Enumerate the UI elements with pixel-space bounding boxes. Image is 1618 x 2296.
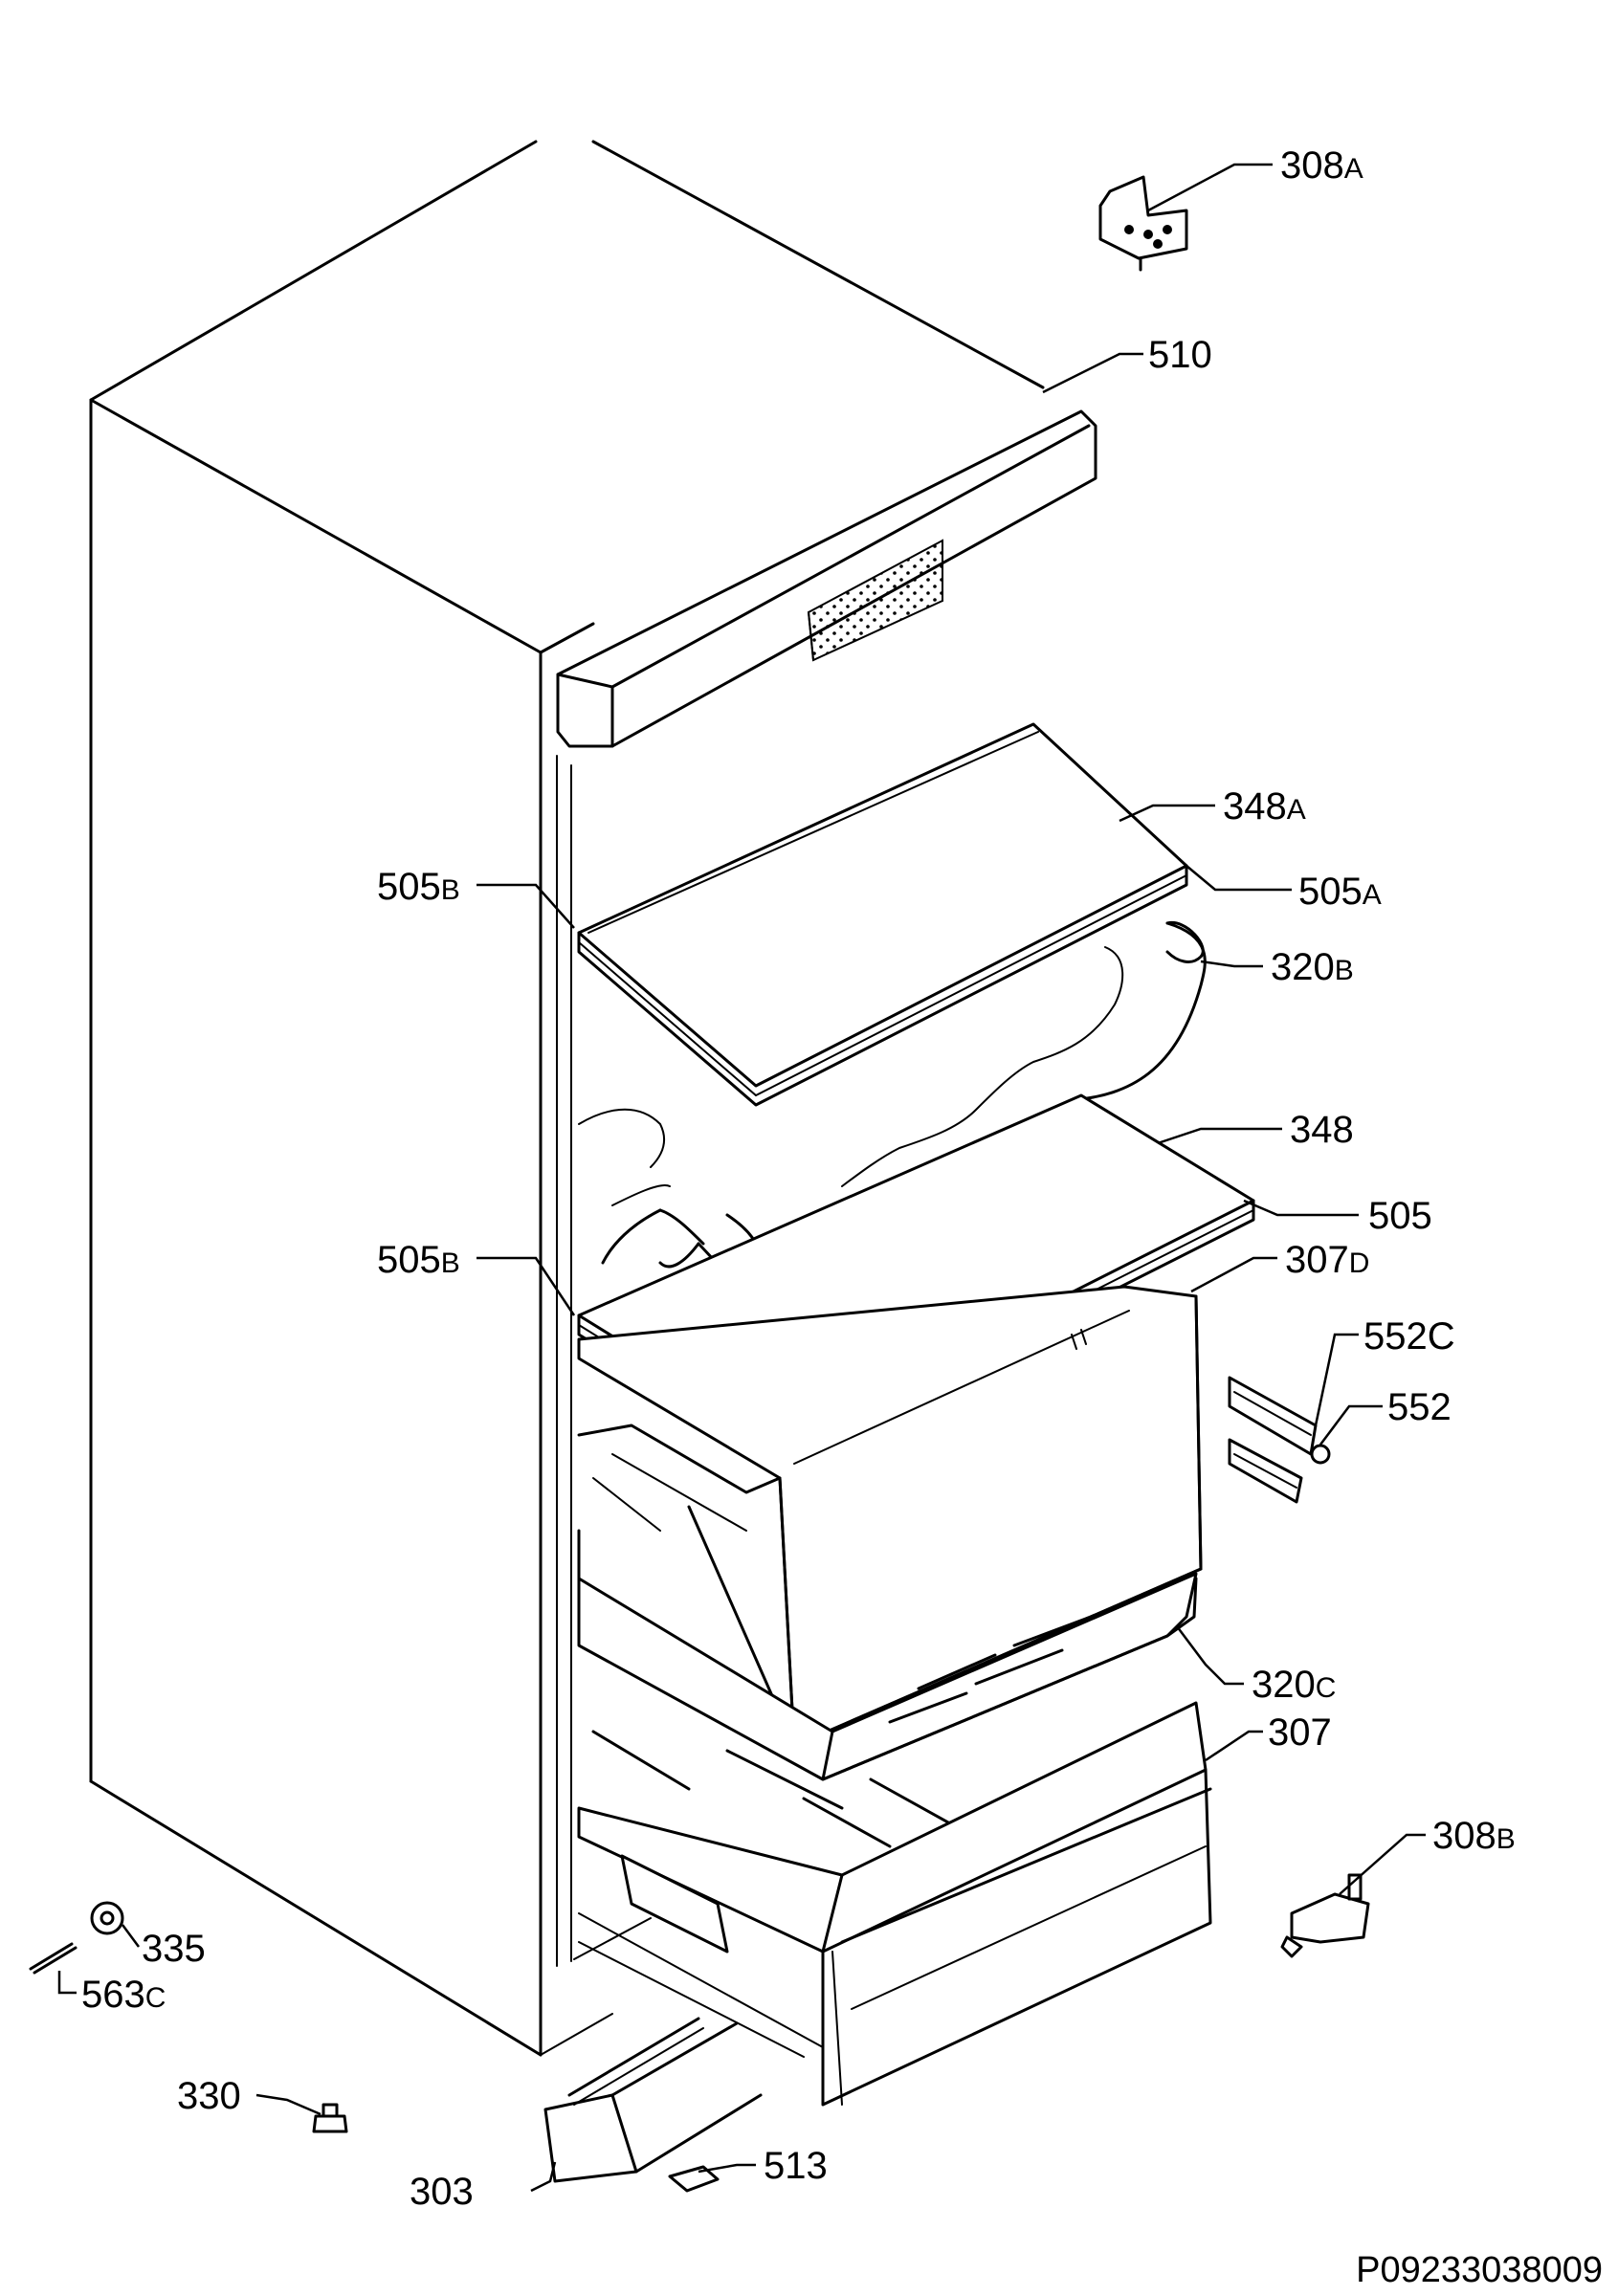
glass-shelf-upper xyxy=(577,722,1188,1107)
label-510: 510 xyxy=(1148,334,1212,376)
label-307: 307 xyxy=(1268,1711,1332,1754)
top-hinge xyxy=(1098,175,1188,272)
leader-lines xyxy=(57,163,1426,2193)
label-320B: 320B xyxy=(1271,946,1354,988)
label-505A: 505A xyxy=(1298,871,1382,913)
drawing-code: P09233038009 xyxy=(1356,2250,1603,2290)
label-335: 335 xyxy=(142,1928,206,1970)
label-348: 348 xyxy=(1290,1109,1354,1151)
label-303: 303 xyxy=(410,2171,474,2213)
label-348A: 348A xyxy=(1223,785,1306,828)
leveling-foot xyxy=(312,2103,348,2133)
label-307D: 307D xyxy=(1285,1239,1369,1281)
cabinet xyxy=(89,140,1045,2057)
label-552C: 552C xyxy=(1363,1315,1455,1358)
label-320C: 320C xyxy=(1252,1664,1336,1706)
label-513: 513 xyxy=(764,2145,828,2187)
label-330: 330 xyxy=(177,2075,241,2117)
label-552: 552 xyxy=(1387,1386,1452,1428)
part-labels: 308A 510 348A 505B 505A 320B 348 505 505… xyxy=(81,144,1516,2213)
spacer-and-pin xyxy=(29,1901,124,1975)
bottom-hinge xyxy=(1280,1873,1370,1958)
grille-clip xyxy=(668,2165,720,2193)
label-505B-upper: 505B xyxy=(377,866,460,908)
toe-kick-plinth xyxy=(543,2017,763,2183)
label-308A: 308A xyxy=(1280,144,1363,187)
drawer-rails xyxy=(1228,1376,1331,1504)
label-563C: 563C xyxy=(81,1974,166,2016)
label-308B: 308B xyxy=(1432,1815,1516,1857)
crisper-cover-and-lower-drawer xyxy=(577,1529,1212,2107)
control-panel xyxy=(556,409,1097,748)
label-505: 505 xyxy=(1368,1195,1432,1237)
crisper-drawer-upper xyxy=(577,1285,1203,1748)
label-505B-lower: 505B xyxy=(377,1239,460,1281)
